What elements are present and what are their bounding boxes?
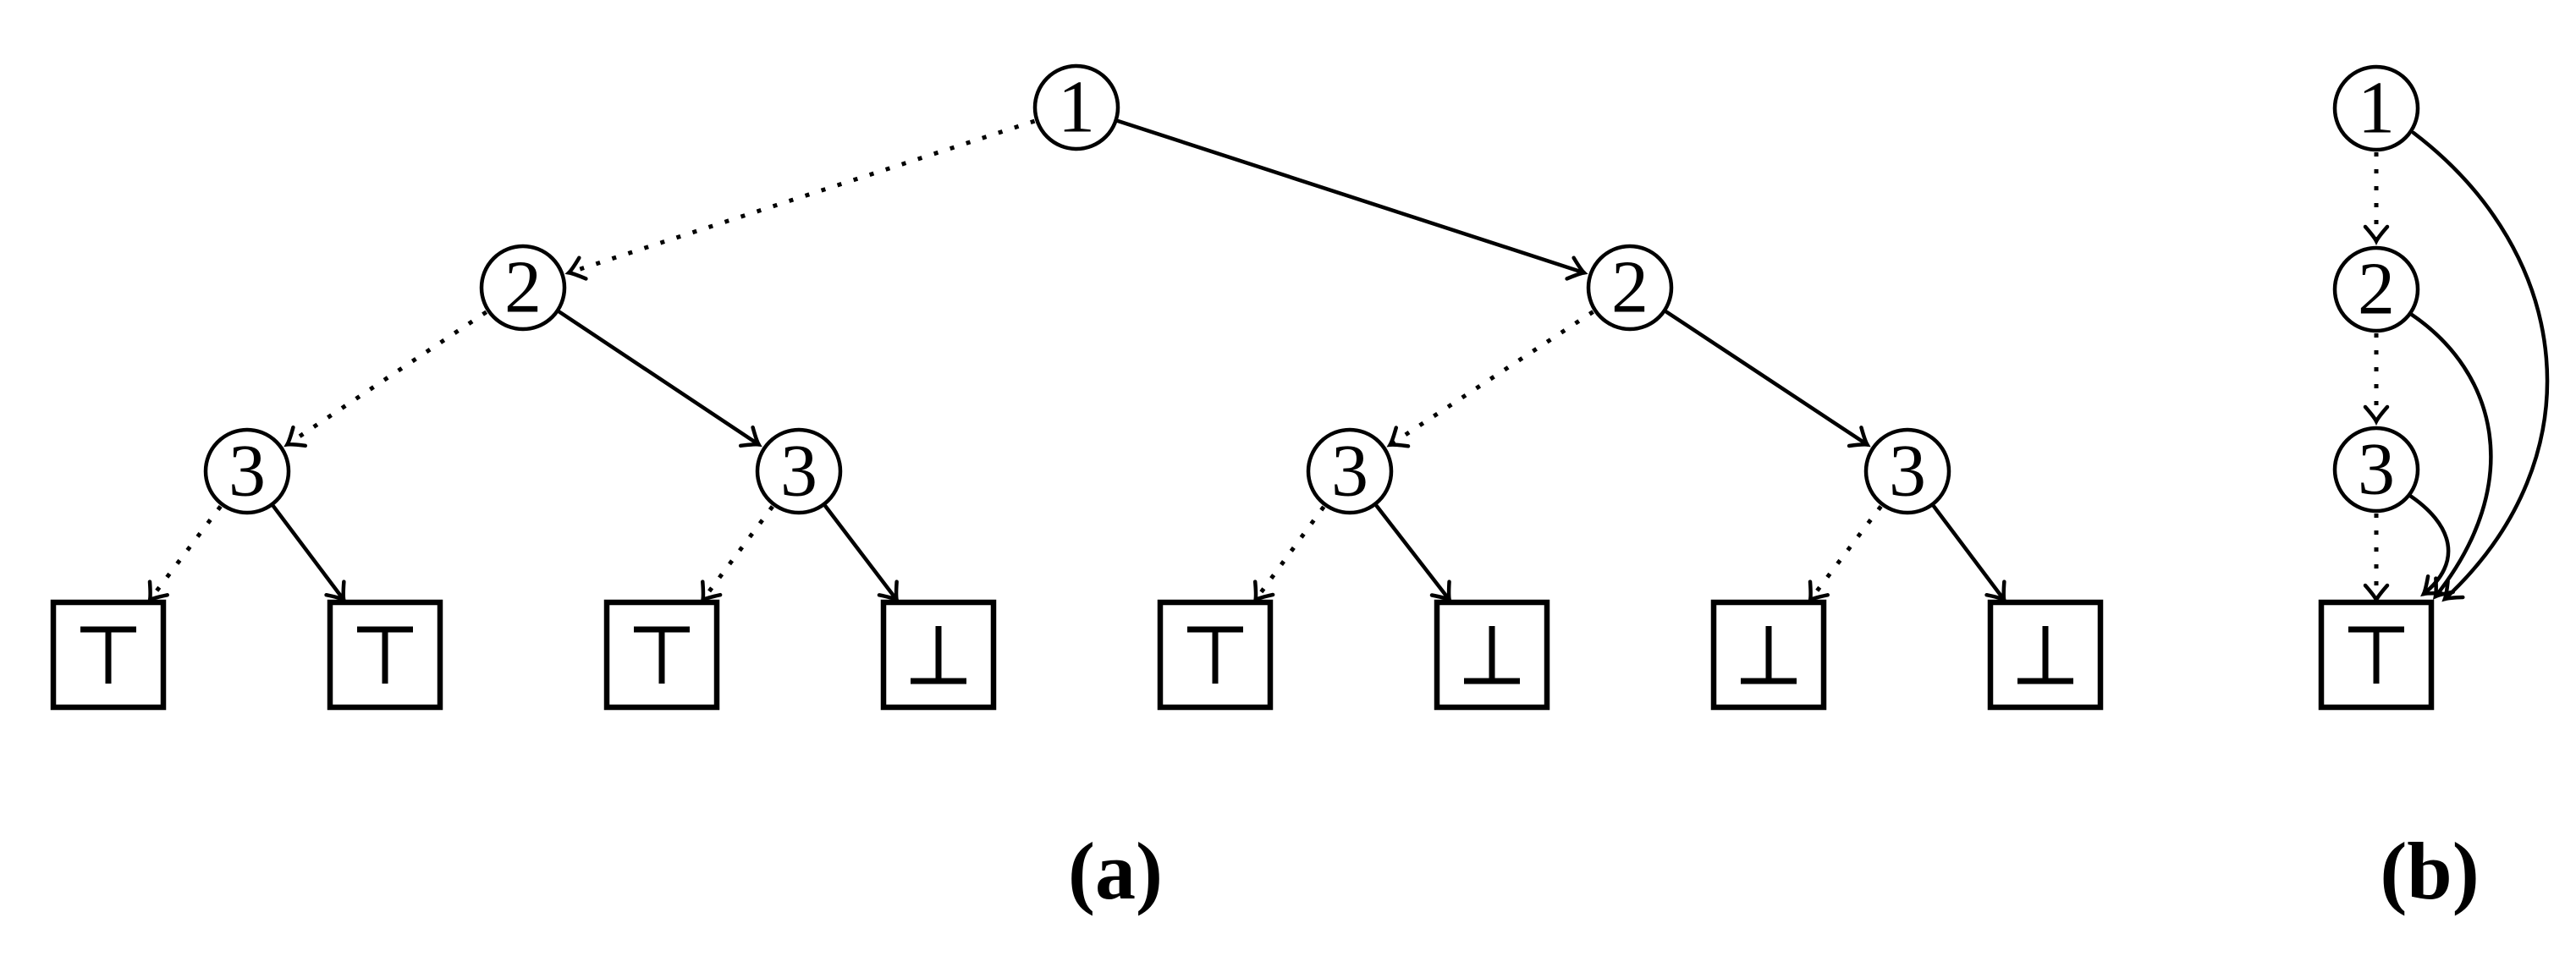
node-label: 2 <box>1611 247 1649 329</box>
caption-b: (b) <box>2380 826 2480 916</box>
terminal-node-a-t8 <box>1987 599 2104 711</box>
true-terminal-glyph <box>80 626 136 684</box>
high-edge-b-3-b-t <box>2405 492 2451 597</box>
low-edge-a-3d-a-t7 <box>1808 504 1883 604</box>
low-edge-a-3a-a-t1 <box>147 504 223 604</box>
node-circle <box>2332 64 2420 152</box>
node-label: 3 <box>1889 431 1926 513</box>
decision-node-b-2: 2 <box>2332 245 2420 333</box>
low-edge-a-3b-a-t3 <box>700 505 774 604</box>
decision-node-a-1: 1 <box>1032 63 1120 151</box>
node-circle <box>479 244 567 332</box>
node-circle <box>1863 427 1951 515</box>
node-label: 1 <box>2358 68 2395 150</box>
terminal-node-a-t5 <box>1157 599 1274 711</box>
high-edge-a-3c-a-t6 <box>1374 503 1452 603</box>
high-edge-a-2r-a-3d <box>1665 310 1871 448</box>
false-terminal-glyph <box>911 626 966 684</box>
terminal-box <box>603 599 720 711</box>
low-edge-a-2l-a-3a <box>283 310 488 448</box>
terminal-node-a-t3 <box>603 599 720 711</box>
decision-node-a-3a: 3 <box>203 427 291 515</box>
high-edge-a-3d-a-t8 <box>1931 504 2007 604</box>
decision-node-a-3b: 3 <box>755 427 843 515</box>
true-terminal-glyph <box>2348 626 2404 684</box>
node-label: 2 <box>2358 249 2395 331</box>
low-edge-a-2r-a-3c <box>1386 310 1594 448</box>
high-edge-a-3a-a-t2 <box>271 504 347 604</box>
terminal-box <box>880 599 997 711</box>
high-edge-b-1-b-t <box>2411 130 2550 602</box>
terminal-node-b-t <box>2318 599 2435 711</box>
node-circle <box>755 427 843 515</box>
low-edge-a-3c-a-t5 <box>1252 505 1326 604</box>
node-label: 2 <box>504 247 542 329</box>
node-label: 3 <box>2358 429 2395 511</box>
decision-node-a-2r: 2 <box>1586 244 1674 332</box>
caption-a: (a) <box>1068 826 1163 916</box>
low-edge-a-1-a-2l <box>564 118 1036 281</box>
high-edge-a-2l-a-3b <box>558 310 762 448</box>
node-circle <box>2332 426 2420 514</box>
decision-node-b-1: 1 <box>2332 64 2420 152</box>
terminal-box <box>50 599 167 711</box>
terminal-node-a-t4 <box>880 599 997 711</box>
panel-binary-decision-tree: 1 2 2 3 3 3 3 <box>50 63 2104 711</box>
node-label: 3 <box>780 431 817 513</box>
node-circle <box>203 427 291 515</box>
false-terminal-glyph <box>1741 626 1797 684</box>
high-edge-b-2-b-t <box>2409 312 2493 600</box>
terminal-node-a-t1 <box>50 599 167 711</box>
node-circle <box>2332 245 2420 333</box>
panel-reduced-decision-diagram: 1 2 3 <box>2318 64 2550 711</box>
true-terminal-glyph <box>1187 626 1243 684</box>
decision-node-b-3: 3 <box>2332 426 2420 514</box>
node-label: 3 <box>1331 431 1368 513</box>
terminal-node-a-t6 <box>1434 599 1550 711</box>
node-circle <box>1586 244 1674 332</box>
true-terminal-glyph <box>634 626 690 684</box>
terminal-node-a-t2 <box>327 599 443 711</box>
high-edge-a-1-a-2r <box>1116 118 1588 281</box>
high-edge-a-3b-a-t4 <box>823 504 900 604</box>
node-circle <box>1032 63 1120 151</box>
decision-node-a-2l: 2 <box>479 244 567 332</box>
node-label: 3 <box>228 431 266 513</box>
decision-node-a-3c: 3 <box>1306 427 1394 515</box>
node-circle <box>1306 427 1394 515</box>
true-terminal-glyph <box>357 626 413 684</box>
false-terminal-glyph <box>2017 626 2073 684</box>
terminal-node-a-t7 <box>1710 599 1827 711</box>
decision-node-a-3d: 3 <box>1863 427 1951 515</box>
false-terminal-glyph <box>1464 626 1520 684</box>
node-label: 1 <box>1058 67 1095 149</box>
